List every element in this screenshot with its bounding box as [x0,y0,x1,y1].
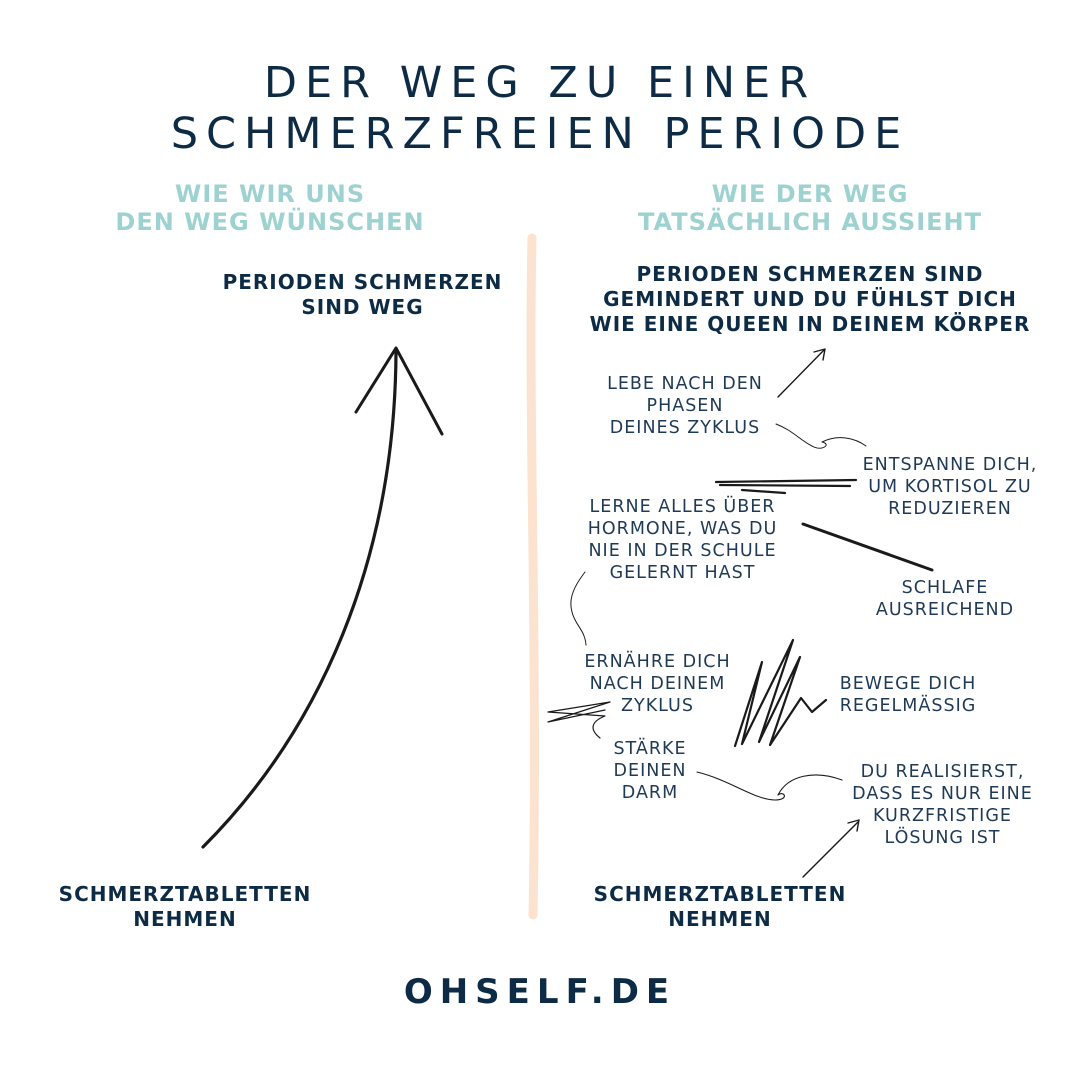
right-start-label: SCHMERZTABLETTEN NEHMEN [593,882,847,931]
step-learn-hormones: LERNE ALLES ÜBER HORMONE, WAS DU NIE IN … [587,497,778,583]
step-relax-cortisol: ENTSPANNE DICH, UM KORTISOL ZU REDUZIERE… [862,455,1038,519]
squiggle-hormones [570,571,587,646]
squiggle-cycle [775,423,867,449]
ideal-path-arrow [201,350,398,849]
real-path-end-arrow [777,349,825,398]
right-column-subtitle: WIE DER WEG TATSÄCHLICH AUSSIEHT [637,180,983,236]
step-exercise: BEWEGE DICH REGELMÄSSIG [839,674,977,716]
column-divider [526,233,539,920]
step-realization: DU REALISIERST, DASS ES NUR EINE KURZFRI… [852,762,1033,848]
right-goal-label: PERIODEN SCHMERZEN SIND GEMINDERT UND DU… [589,262,1031,336]
squiggle-gut [696,771,843,801]
left-start-label: SCHMERZTABLETTEN NEHMEN [58,882,312,931]
real-path-end-arrowhead-icon [813,348,826,361]
left-column-subtitle: WIE WIR UNS DEN WEG WÜNSCHEN [115,180,425,236]
page-title-line-2: SCHMERZFREIEN PERIODE [170,109,910,159]
page-title-line-1: DER WEG ZU EINER [263,58,817,108]
real-path-start-arrowhead-icon [847,819,860,832]
left-goal-label: PERIODEN SCHMERZEN SIND WEG [222,270,503,319]
scribble-nutrition [547,701,611,739]
step-nutrition: ERNÄHRE DICH NACH DEINEM ZYKLUS [584,652,731,716]
step-sleep: SCHLAFE AUSREICHEND [875,578,1015,620]
stroke-sleep [801,522,934,572]
footer-brand: OHSELF.DE [403,972,677,1012]
real-path-start-arrow [802,821,859,878]
step-gut: STÄRKE DEINEN DARM [613,739,687,803]
ideal-path-arrowhead-icon [354,346,444,436]
zigzag-exercise [733,638,828,748]
step-cycle-phases: LEBE NACH DEN PHASEN DEINES ZYKLUS [607,374,763,438]
stroke-relax [714,478,858,495]
